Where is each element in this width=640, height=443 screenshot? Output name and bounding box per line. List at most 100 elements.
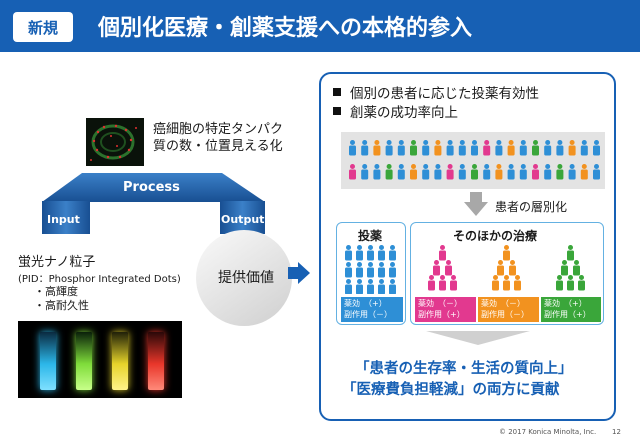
person-icon — [378, 262, 385, 278]
vial-red — [148, 332, 164, 390]
dosing-box — [336, 222, 406, 325]
person-icon — [428, 275, 435, 291]
person-icon — [422, 140, 430, 156]
nano-particle-title: 蛍光ナノ粒子 — [18, 255, 96, 270]
person-icon — [361, 164, 369, 180]
process-pipe-top — [42, 173, 265, 202]
person-icon — [503, 275, 510, 291]
benefits-panel — [319, 72, 616, 421]
copyright: © 2017 Konica Minolta, Inc. — [499, 428, 597, 436]
person-icon — [573, 260, 580, 276]
down-arrow-icon — [464, 192, 488, 216]
person-icon — [349, 164, 356, 180]
person-icon — [495, 140, 503, 156]
input-pipe — [42, 201, 90, 234]
effect-label-green: 薬効 （+） 副作用（+） — [541, 297, 601, 322]
person-icon — [580, 140, 588, 156]
person-icon — [497, 260, 504, 276]
effect-label-dosing: 薬効 （+） 副作用（－） — [341, 297, 403, 322]
person-icon — [492, 275, 499, 291]
person-icon — [556, 164, 564, 180]
dosing-box-title: 投薬 — [358, 229, 383, 243]
person-icon — [389, 262, 396, 278]
patient-crowd — [341, 132, 605, 189]
person-icon — [385, 164, 393, 180]
person-icon — [519, 140, 527, 156]
person-icon — [450, 275, 457, 291]
person-icon — [495, 164, 503, 180]
person-icon — [345, 279, 352, 294]
person-icon — [567, 245, 574, 261]
process-diagram — [42, 173, 265, 234]
person-icon — [439, 275, 446, 291]
person-icon — [593, 164, 600, 180]
value-circle — [196, 230, 292, 326]
microscope-caption: 癌細胞の特定タンパク 質の数・位置見える化 — [153, 121, 283, 155]
right-arrow-icon — [288, 262, 310, 284]
person-icon — [544, 164, 552, 180]
person-icon — [593, 140, 600, 156]
stratification-label: 患者の層別化 — [495, 200, 568, 214]
person-icon — [434, 140, 442, 156]
person-icon — [410, 140, 417, 156]
vial-cyan — [40, 332, 56, 390]
effect-label-orange: 薬効 （－） 副作用（－） — [478, 297, 539, 322]
microscope-caption-line2: 質の数・位置見える化 — [153, 139, 283, 154]
person-icon — [367, 245, 374, 261]
person-icon — [507, 140, 515, 156]
person-icon — [568, 140, 576, 156]
result-arrow-icon — [426, 331, 530, 345]
person-icon — [509, 260, 516, 276]
person-icon — [580, 164, 588, 180]
bullet-square-icon — [333, 88, 341, 96]
person-icon — [483, 164, 491, 180]
person-icon — [483, 140, 491, 156]
person-icon — [349, 140, 356, 156]
other-treatment-title: そのほかの治療 — [453, 229, 538, 243]
person-icon — [503, 245, 510, 261]
cancer-cell-microscope-image — [86, 118, 144, 166]
person-icon — [356, 279, 363, 294]
slide-title: 個別化医療・創薬支援への本格的参入 — [98, 16, 473, 41]
person-icon — [446, 164, 454, 180]
output-pipe — [220, 201, 265, 234]
person-icon — [433, 260, 440, 276]
page-number: 12 — [612, 428, 621, 436]
person-icon — [471, 140, 478, 156]
person-icon — [471, 164, 478, 180]
person-icon — [373, 164, 381, 180]
new-badge: 新規 — [13, 12, 73, 42]
effect-label-pink: 薬効 （－） 副作用（+） — [415, 297, 476, 322]
person-icon — [578, 275, 585, 291]
person-icon — [345, 262, 352, 278]
fluorescent-vials-photo — [18, 321, 182, 398]
person-icon — [556, 275, 563, 291]
process-label: Process — [123, 180, 180, 195]
microscope-caption-line1: 癌細胞の特定タンパク — [153, 122, 284, 137]
person-icon — [356, 262, 363, 278]
person-icon — [507, 164, 515, 180]
person-icon — [434, 164, 442, 180]
person-icon — [373, 140, 381, 156]
bullet-1-text: 個別の患者に応じた投薬有効性 — [350, 86, 539, 102]
nano-feature-1: ・高輝度 — [34, 285, 78, 298]
person-icon — [361, 140, 369, 156]
person-icon — [568, 164, 576, 180]
result-line-2: 「医療費負担軽減」の両方に貢献 — [342, 382, 560, 398]
person-icon — [556, 140, 564, 156]
bullet-1: 個別の患者に応じた投薬有効性 — [333, 82, 539, 102]
bullet-2: 創薬の成功率向上 — [333, 101, 458, 121]
person-icon — [389, 245, 396, 261]
person-icon — [446, 140, 454, 156]
vial-yellow — [112, 332, 128, 390]
person-icon — [378, 245, 385, 261]
other-treatment-box — [410, 222, 604, 325]
vial-green — [76, 332, 92, 390]
person-icon — [439, 245, 446, 261]
person-icon — [410, 164, 417, 180]
person-icon — [514, 275, 521, 291]
person-icon — [532, 140, 539, 156]
result-line-1: 「患者の生存率・生活の質向上」 — [355, 361, 573, 377]
input-label: Input — [47, 213, 80, 226]
bullet-square-icon — [333, 107, 341, 115]
